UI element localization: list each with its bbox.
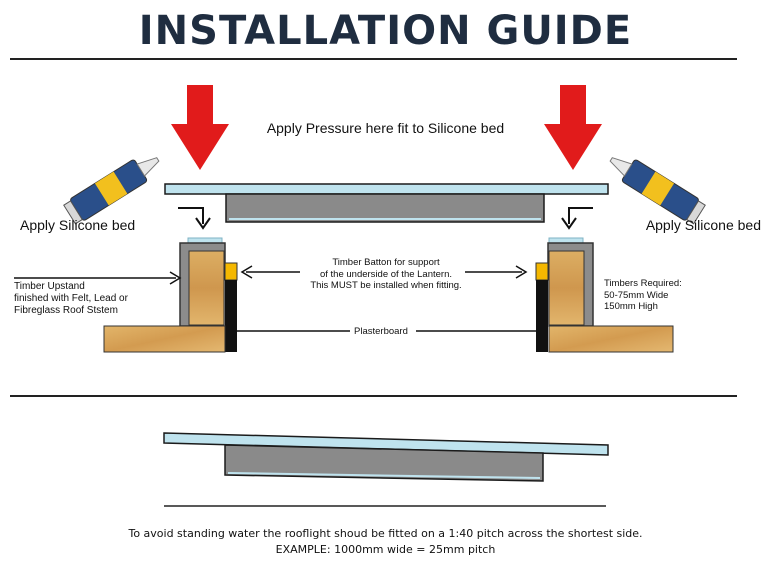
right-joist: [548, 325, 674, 353]
silicone-label-right: Apply Silicone bed: [645, 217, 761, 233]
timber-batton-line: This MUST be installed when fitting.: [310, 280, 462, 291]
timber-upstand-note: Timber Upstand finished with Felt, Lead …: [14, 281, 128, 317]
timbers-required-note: Timbers Required: 50-75mm Wide 150mm Hig…: [604, 278, 682, 313]
timber-batton-line: of the underside of the Lantern.: [319, 268, 453, 280]
timbers-required-line: Timbers Required:: [604, 278, 682, 289]
pitched-rooflight-glass: [163, 432, 609, 456]
left-timber-upstand: [188, 250, 225, 326]
silicone-tube-icon: [63, 157, 160, 225]
pitch-note-line1: To avoid standing water the rooflight sh…: [128, 527, 643, 540]
timbers-required-line: 50-75mm Wide: [604, 289, 669, 301]
timber-upstand-line: Timber Upstand: [14, 281, 85, 292]
pitched-rooflight-frame: [224, 444, 544, 482]
timbers-required-line: 150mm High: [604, 301, 658, 312]
right-timber-upstand: [548, 250, 585, 326]
timber-batton-note: Timber Batton for support of the undersi…: [286, 257, 486, 292]
right-timber-batton: [535, 262, 549, 281]
plasterboard-label: Plasterboard: [354, 326, 408, 337]
page-title: INSTALLATION GUIDE: [138, 8, 633, 54]
left-plasterboard: [225, 280, 237, 352]
silicone-tube-icon: [609, 157, 706, 225]
pitch-note-line2: EXAMPLE: 1000mm wide = 25mm pitch: [275, 543, 496, 556]
rooflight-frame: [225, 193, 545, 223]
pointer-arrow-icon: [178, 207, 204, 224]
right-plasterboard: [536, 280, 548, 352]
timber-upstand-line: finished with Felt, Lead or: [14, 293, 128, 304]
pitch-note: To avoid standing water the rooflight sh…: [0, 526, 771, 558]
timber-batton-line: Timber Batton for support: [332, 257, 440, 268]
down-arrow-icon: [171, 85, 229, 170]
pointer-arrow-icon: [568, 207, 593, 224]
timber-upstand-line: Fibreglass Roof Ststem: [14, 305, 118, 316]
left-joist: [103, 325, 226, 353]
down-arrow-icon: [544, 85, 602, 170]
silicone-label-left: Apply Silicone bed: [20, 217, 136, 233]
pressure-label: Apply Pressure here fit to Silicone bed: [266, 120, 505, 136]
rooflight-glass: [164, 183, 609, 195]
left-timber-batton: [224, 262, 238, 281]
